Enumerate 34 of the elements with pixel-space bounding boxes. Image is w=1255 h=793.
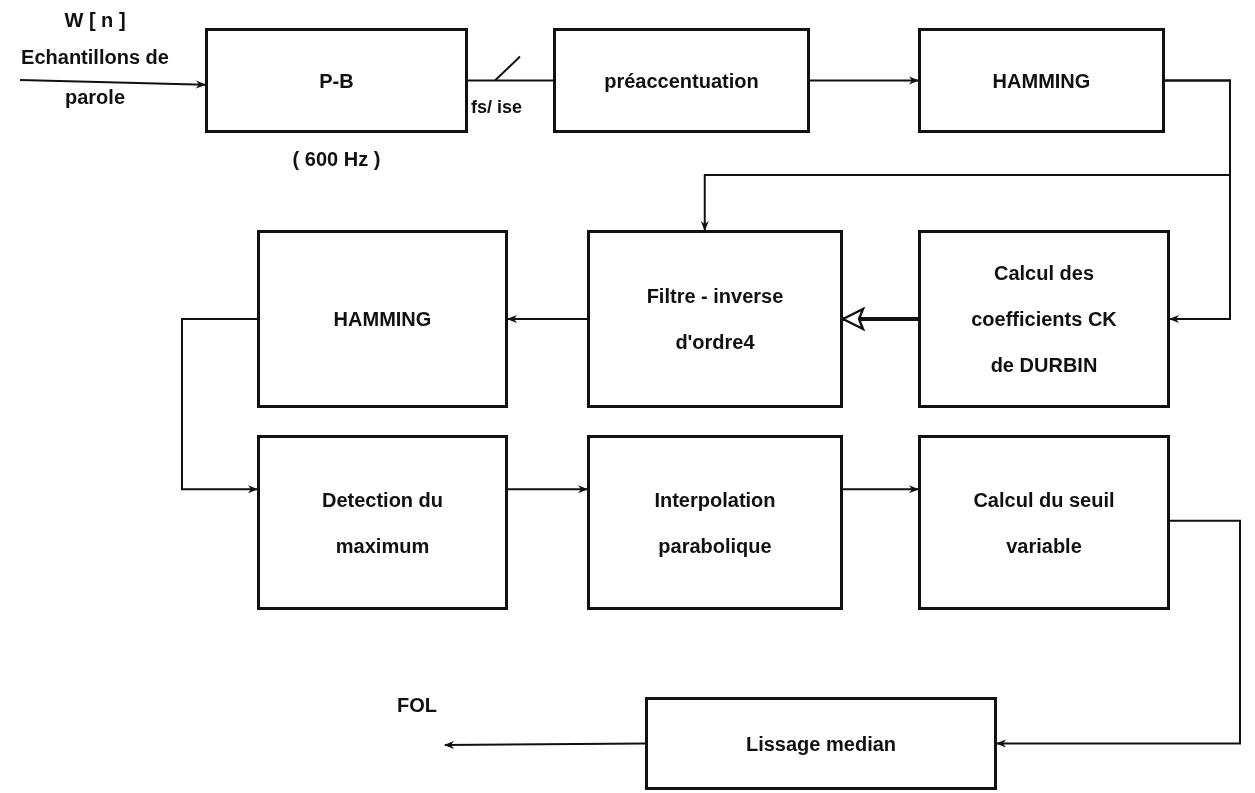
block-label: Calcul des coefficients CK de DURBIN (970, 261, 1118, 378)
block-label: P-B (319, 68, 354, 94)
frequency-note: ( 600 Hz ) (291, 148, 382, 171)
block-label: Filtre - inverse d'ordre4 (645, 284, 785, 355)
arrow (1164, 79, 1231, 323)
block-label: Detection du maximum (320, 487, 445, 559)
signal-label: FOL (396, 693, 438, 718)
process-box (257, 230, 508, 408)
block-label: Calcul du seuil variable (972, 487, 1116, 559)
block-label: HAMMING (333, 307, 432, 332)
process-box (257, 435, 508, 610)
process-box (918, 230, 1170, 408)
arrow (809, 76, 919, 85)
process-box (587, 230, 843, 408)
arrow (842, 485, 919, 494)
arrow (507, 485, 588, 494)
process-box (645, 697, 997, 790)
process-box (918, 435, 1170, 610)
switch-line (467, 79, 554, 82)
block-label: Lissage median (745, 731, 897, 757)
block-label: HAMMING (992, 68, 1091, 94)
block-label: Interpolation parabolique (653, 487, 777, 559)
process-box (587, 435, 843, 610)
process-box (918, 28, 1165, 133)
process-box (553, 28, 810, 133)
arrow (444, 740, 646, 749)
block-label: préaccentuation (604, 68, 759, 94)
arrow (181, 318, 258, 494)
arrow (507, 315, 588, 323)
arrow (19, 79, 206, 89)
signal-label: Echantillons de parole (20, 45, 170, 110)
signal-label: W [ n ] (63, 8, 127, 33)
double-arrow (841, 307, 918, 331)
arrow (996, 519, 1241, 748)
